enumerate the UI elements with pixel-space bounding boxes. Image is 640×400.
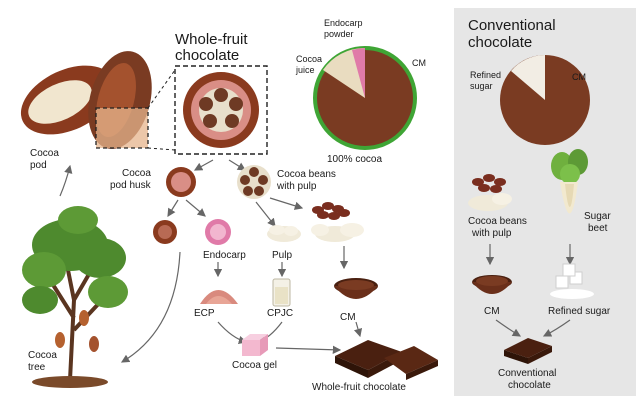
conv-pie-label-sugar-2: sugar [470, 81, 493, 91]
whole-fruit-pie [313, 46, 417, 150]
pulp-pile [311, 223, 364, 242]
conv-cm-bowl-illustration [472, 275, 512, 294]
cocoa-tree-illustration [22, 206, 128, 388]
conv-beans-illustration [468, 174, 512, 211]
label-whole-fruit-chocolate: Whole-fruit chocolate [312, 382, 406, 393]
label-cocoa-tree-1: Cocoa [28, 350, 57, 361]
pie-label-cm: CM [412, 58, 426, 68]
conventional-chocolate-bars [504, 338, 552, 364]
endocarp-illustration [205, 219, 231, 245]
beans-pile [312, 202, 350, 220]
zoom-box [174, 65, 268, 155]
label-ecp: ECP [194, 308, 215, 319]
label-cpjc: CPJC [267, 308, 293, 319]
conv-label-final-1: Conventional [498, 368, 556, 379]
label-cocoa-pod-2: pod [30, 160, 47, 171]
label-sugar-beet-1: Sugar [584, 211, 611, 222]
conv-label-beans-pulp-2: with pulp [471, 228, 512, 239]
label-pod-husk-1: Cocoa [122, 168, 151, 179]
cpjc-glass-illustration [272, 278, 291, 307]
cocoa-pod-illustration [20, 51, 152, 149]
pie-label-endocarp-2: powder [324, 29, 354, 39]
conv-pie-label-cm: CM [572, 72, 586, 82]
pod-husk-illustration [166, 167, 196, 197]
refined-sugar-illustration [550, 263, 594, 299]
whole-fruit-title-1: Whole-fruit [175, 31, 248, 48]
label-sugar-beet-2: beet [588, 223, 608, 234]
conventional-title-2: chocolate [468, 34, 532, 51]
pie-label-juice-1: Cocoa [296, 54, 322, 64]
sugar-beet-illustration [551, 149, 588, 214]
cm-bowl-illustration [334, 278, 378, 299]
label-cocoa-gel: Cocoa gel [232, 360, 277, 371]
conv-pie-label-sugar-1: Refined [470, 70, 501, 80]
label-pulp: Pulp [272, 250, 292, 261]
conventional-pie [500, 55, 590, 145]
beans-pulp-illustration [237, 165, 271, 199]
pie-label-juice-2: juice [295, 65, 315, 75]
label-cocoa-tree-2: tree [28, 362, 46, 373]
ecp-powder-illustration [200, 290, 238, 304]
whole-fruit-chocolate-bars [335, 340, 438, 380]
conv-label-refined-sugar: Refined sugar [548, 306, 611, 317]
conventional-title-1: Conventional [468, 17, 556, 34]
label-endocarp: Endocarp [203, 250, 246, 261]
pulp-illustration [267, 225, 301, 242]
pie-caption: 100% cocoa [327, 154, 382, 165]
pie-label-endocarp-1: Endocarp [324, 18, 363, 28]
label-cocoa-pod-1: Cocoa [30, 148, 59, 159]
pod-cross-section [183, 72, 259, 148]
cocoa-gel-illustration [242, 334, 268, 356]
conv-label-cm: CM [484, 306, 500, 317]
label-pod-husk-2: pod husk [110, 180, 152, 191]
conv-label-final-2: chocolate [508, 380, 551, 391]
conv-label-beans-pulp-1: Cocoa beans [468, 216, 527, 227]
husk-outer-piece [153, 220, 177, 244]
label-beans-pulp-1: Cocoa beans [277, 169, 336, 180]
label-cm: CM [340, 312, 356, 323]
whole-fruit-title-2: chocolate [175, 47, 239, 64]
label-beans-pulp-2: with pulp [276, 181, 317, 192]
